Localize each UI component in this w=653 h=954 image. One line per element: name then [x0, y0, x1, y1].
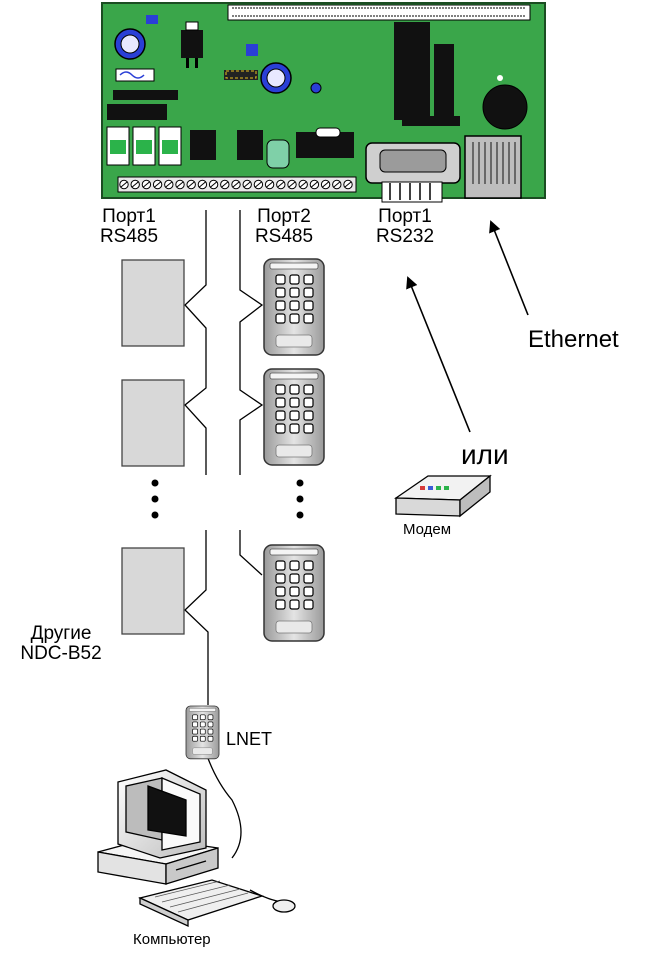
vertical-ellipsis-icon: [151, 479, 304, 519]
port2-rs485-label: Порт2 RS485: [251, 207, 317, 247]
keypad-reader-icon: [263, 544, 325, 642]
terminal-slot: [187, 181, 195, 188]
keypad-reader-icon: [263, 258, 325, 356]
terminal-slot: [322, 181, 329, 188]
port2-rs485-line2: RS485: [254, 225, 314, 247]
module-box-icon: [121, 547, 185, 635]
terminal-slot: [311, 181, 318, 188]
terminal-slot: [165, 181, 173, 188]
terminal-slot: [131, 181, 139, 188]
terminal-slot: [176, 181, 184, 188]
port1-rs232-line2: RS232: [375, 225, 435, 247]
port1-rs485-label: Порт1 RS485: [96, 207, 162, 247]
module-box-icon: [121, 379, 185, 467]
terminal-slot: [221, 181, 229, 188]
terminal-slot: [299, 181, 307, 188]
modem-icon: [393, 474, 492, 518]
controller-board-icon: [101, 2, 546, 203]
bus-wires: [184, 210, 283, 903]
terminal-slot: [266, 181, 273, 188]
lnet-label: LNET: [226, 729, 273, 749]
terminal-slot: [232, 181, 240, 188]
terminal-slot: [333, 181, 341, 188]
terminal-slot: [344, 181, 352, 188]
computer-icon: [97, 769, 296, 928]
port1-rs485-line1: Порт1: [102, 206, 156, 227]
lnet-keypad-icon: [185, 705, 220, 760]
module-box-icon: [121, 259, 185, 347]
port1-rs232-label: Порт1 RS232: [372, 207, 438, 247]
terminal-slot: [277, 181, 285, 188]
terminal-slot: [288, 181, 296, 188]
other-controllers-label: Другие NDC-B52: [6, 624, 116, 664]
terminal-slot: [154, 181, 161, 188]
port1-rs232-line1: Порт1: [378, 206, 432, 227]
or-label: или: [461, 439, 509, 470]
port1-rs485-line2: RS485: [99, 225, 159, 247]
other-controllers-line2: NDC-B52: [20, 642, 102, 664]
terminal-slot: [255, 181, 262, 188]
ethernet-label: Ethernet: [528, 326, 619, 353]
modem-label: Модем: [403, 521, 452, 538]
terminal-slot: [243, 181, 251, 188]
connection-arrows: [406, 220, 529, 433]
terminal-slot: [210, 181, 217, 188]
keypad-reader-icon: [263, 368, 325, 466]
terminal-slot: [120, 181, 128, 188]
other-controllers-line1: Другие: [30, 623, 92, 644]
computer-label: Компьютер: [133, 931, 211, 948]
port2-rs485-line1: Порт2: [257, 206, 311, 227]
terminal-slot: [143, 181, 150, 188]
terminal-slot: [199, 181, 206, 188]
